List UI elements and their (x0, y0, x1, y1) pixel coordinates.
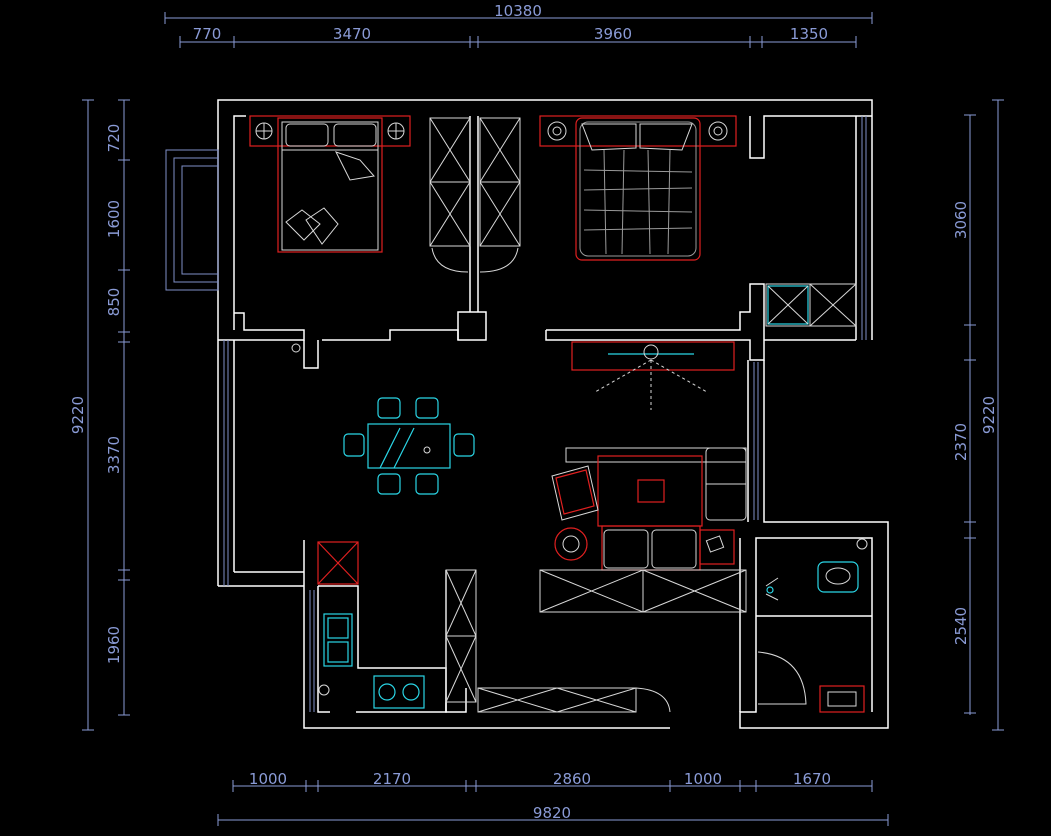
wardrobes (429, 117, 521, 273)
dim-top-total: 10380 (494, 2, 542, 20)
dim-right-seg-1: 3060 (952, 201, 970, 239)
dim-bottom-seg-1: 1000 (249, 770, 287, 788)
dim-bottom-seg-3: 2860 (553, 770, 591, 788)
dim-bottom-seg-5: 1670 (793, 770, 831, 788)
dim-left-seg-1: 720 (105, 124, 123, 153)
dim-left-seg-3: 850 (105, 288, 123, 317)
dim-top-seg-1: 770 (193, 25, 222, 43)
dim-left-seg-4: 3370 (105, 436, 123, 474)
bed-left (249, 115, 411, 253)
tv-unit (571, 341, 735, 410)
low-cabinet (539, 569, 747, 613)
dim-top-seg-2: 3470 (333, 25, 371, 43)
dim-left-seg-2: 1600 (105, 200, 123, 238)
sofa-set (551, 447, 747, 571)
dimension-labels: 10380 770 3470 3960 1350 1000 2170 2860 … (69, 2, 998, 822)
kitchen (291, 343, 671, 713)
dim-left-total: 9220 (69, 396, 87, 434)
dimension-lines (82, 12, 1004, 826)
dim-left-seg-5: 1960 (105, 626, 123, 664)
dim-right-seg-3: 2540 (952, 607, 970, 645)
dim-right-seg-2: 2370 (952, 423, 970, 461)
dining-set (343, 397, 475, 495)
windows (165, 116, 867, 712)
storage-upper-right (765, 283, 857, 327)
walls (217, 99, 889, 729)
dim-top-seg-3: 3960 (594, 25, 632, 43)
dim-top-seg-4: 1350 (790, 25, 828, 43)
dim-bottom-seg-2: 2170 (373, 770, 411, 788)
dim-bottom-seg-4: 1000 (684, 770, 722, 788)
dim-bottom-total: 9820 (533, 804, 571, 822)
bathroom (757, 538, 868, 713)
dim-right-total: 9220 (980, 396, 998, 434)
bed-right (539, 115, 737, 261)
